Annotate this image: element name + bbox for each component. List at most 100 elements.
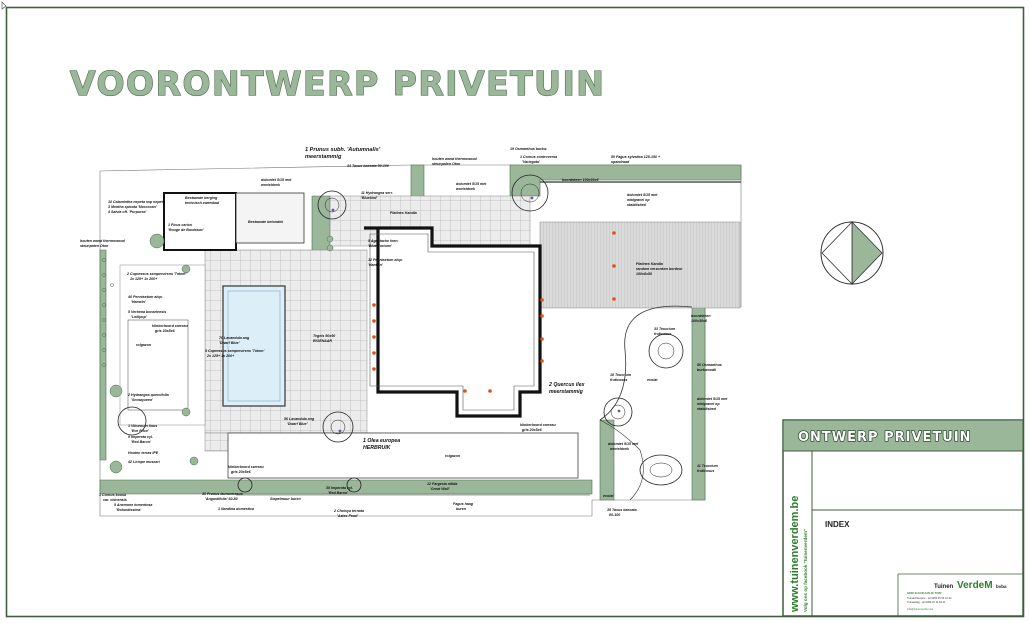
- title-block-heading: ONTWERP PRIVETUIN: [798, 430, 972, 445]
- label-teucrium2: 18 Teucrium: [610, 373, 632, 377]
- title-block: ONTWERP PRIVETUIN INDEX www.tuinenverdem…: [782, 419, 1024, 617]
- lawn-left: [127, 319, 189, 411]
- swimming-pool: [222, 285, 286, 407]
- label-teucrium3: 11 Teucrium: [697, 464, 719, 468]
- label-rolgazon-left: rolgazon: [136, 343, 152, 347]
- label-cupressus-top2: 1x 125+ 1x 200+: [130, 277, 158, 281]
- label-berging: Bestaande berging: [185, 196, 218, 200]
- tree-center-icon: [324, 183, 675, 478]
- label-imperata-b: 35 Imperata cyl.: [326, 486, 353, 490]
- label-pennisetum-l2: 'Hameln': [131, 300, 146, 304]
- curved-bed-right: [599, 305, 693, 421]
- planting-zone-top: [410, 164, 425, 199]
- label-cornus-kousa2: var. chinensis: [103, 498, 127, 502]
- label-cornus-contr2: 'Variegata': [522, 160, 540, 164]
- label-nandina: 1 Nandina domestica: [218, 507, 254, 511]
- label-tegels: Tegels 90x90: [313, 334, 335, 338]
- label-cornus-kousa: 1 Cornus kousa: [99, 493, 126, 497]
- label-teucrium2b: fruticosus: [610, 378, 627, 382]
- label-cupressus-mid: 3 Cupressus sempervirens 'Totem': [205, 349, 264, 353]
- label-ecolat-bot: ecolat: [603, 494, 614, 498]
- label-lavandula-left: 70 Lavandula ang: [219, 336, 250, 340]
- logo-line2: Tuinaanleg - tel 0469 07 11 63 21: [907, 600, 946, 604]
- label-calamintha3: 4 Salvia off. 'Purpurea': [107, 210, 147, 214]
- lawn-bottom: [227, 432, 579, 479]
- label-quercus2: meerstammig: [549, 389, 584, 395]
- label-bestaande-betondek: Bestaande betondek: [248, 220, 284, 224]
- label-houtenwand-left: houten wand thermowood: [80, 239, 126, 243]
- sheet-border: [5, 6, 1025, 618]
- label-prunus2: meerstammig: [305, 154, 342, 160]
- planting-zone-bottom: [99, 479, 593, 495]
- label-osmanthus-right2: burkwoodii: [697, 368, 717, 372]
- label-fagus-top2: spandraad: [611, 160, 630, 164]
- label-dolomiet-mid: dolomiet 5/15 met: [456, 182, 487, 186]
- label-platines-top: Platines Kandla: [390, 211, 417, 215]
- label-osmanthus-top: 19 Osmanthus burkw.: [510, 147, 547, 151]
- label-platines-right3: 100x8x50: [636, 272, 652, 276]
- tree-icon: [117, 174, 684, 493]
- label-lavandula-mid2: 'Dwarf Blue': [287, 422, 308, 426]
- label-imperata-b2: 'Red Baron': [328, 491, 348, 495]
- label-houtenwand-left2: steunpalen Oton: [80, 244, 109, 248]
- label-boordsteen-right2: 100x30x6: [691, 319, 708, 323]
- company-logo: Tuinen VerdeM bvba GEEF KLEUR AAN JE TUI…: [907, 580, 1007, 611]
- vertical-website: www.tuinenverdem.be Volg ons op facebook…: [789, 496, 808, 613]
- label-dolomiet-r2c: stabilisbed: [697, 407, 717, 411]
- label-teucrium1b: fruticosus: [654, 332, 671, 336]
- pennisetum-dots: [102, 258, 114, 367]
- label-boordsteen-right: boordsteen: [691, 314, 711, 318]
- label-agastache: 5 Agastache foen.: [368, 239, 399, 243]
- label-prunus-lauro2: 'Angustifolia' 60-80: [205, 497, 238, 501]
- label-dolomiet-right: dolomiet 5/15 met: [627, 193, 658, 197]
- logo-word3: bvba: [996, 584, 1007, 589]
- label-olea2: HERBRUIK: [363, 445, 392, 451]
- label-dolomiet-top: dolomiet 5/15 met: [261, 178, 292, 182]
- label-cupressus-mid2: 2x 125+ 1x 200+: [206, 354, 235, 358]
- label-boordsteen-top: boordsteen 100x30x6: [562, 178, 600, 182]
- label-berging2: technisch zwembad: [185, 201, 220, 205]
- label-pennisetum-c: 12 Pennisetum alop.: [368, 258, 403, 262]
- label-hydrangea-q: 2 Hydrangea quercifolia: [127, 393, 169, 397]
- label-verbena2: 'Lollipop': [131, 315, 147, 319]
- label-klinker-left: klinkerboord carreau: [152, 324, 189, 328]
- label-houtenwand-top2: steunpalen Oton: [432, 162, 461, 166]
- label-liriope: 42 Liriope muscari: [127, 460, 161, 464]
- label-lavandula-mid: 56 Lavandula ang: [284, 417, 315, 421]
- label-dolomiet-bot2: worteldoek: [610, 447, 630, 451]
- label-imperata-l: 9 Imperata cyl.: [128, 435, 153, 439]
- label-platines-right2: random verzonken bordeur: [636, 267, 683, 271]
- label-ecolat-mid: ecolat: [647, 378, 658, 382]
- label-fargesia: 12 Fargesia nitida: [427, 482, 457, 486]
- label-klinker-mid: klinkerboord carreau: [520, 423, 557, 427]
- label-hydrangea-q2: 'Snowqueen': [131, 398, 153, 402]
- label-taxus-top: 34 Taxus baccata 80-100: [347, 164, 389, 168]
- label-hydrangea: 11 Hydrangea serr.: [361, 191, 393, 195]
- label-imperata-l2: 'Red Baron': [131, 440, 151, 444]
- logo-tagline: GEEF KLEUR AAN JE TUIN!: [907, 591, 942, 595]
- label-verbena: 5 Verbena bonariensis: [128, 310, 166, 314]
- label-quercus: 2 Quercus ilex: [548, 382, 586, 388]
- label-tegels2: EIGENAAR: [313, 339, 332, 343]
- label-houtenwand-top: houten wand thermowood: [432, 157, 478, 161]
- site-plan: 1 Prunus subh. 'Autumnalis' meerstammig …: [80, 147, 742, 518]
- label-dolomiet-r2b: nitdgravel op: [697, 402, 720, 406]
- label-cornus-contr: 1 Cornus controversa: [520, 155, 557, 159]
- label-dolomiet-bot: dolomiet 5/15 met: [608, 442, 639, 446]
- small-plant-icon: [331, 196, 621, 433]
- label-prunus: 1 Prunus subh. 'Autumnalis': [305, 147, 381, 153]
- label-calamintha1: 10 Calamintha nepeta ssp nepeta: [108, 200, 165, 204]
- label-anemone2: 'Robustissima': [116, 508, 141, 512]
- label-cupressus-top: 2 Cupressus sempervirens 'Totem': [126, 272, 186, 276]
- existing-deck-top: [235, 192, 305, 244]
- planting-zone-lowerright: [599, 419, 615, 501]
- label-pennisetum-c2: 'Hameln': [368, 263, 383, 267]
- label-taxus-bot2: 80-100: [609, 513, 620, 517]
- label-dolomiet-r2: dolomiet 5/15 met: [697, 397, 728, 401]
- label-prunus-lauro: 36 Prunus laurocerasus: [202, 492, 243, 496]
- label-teucrium1: 33 Teucrium: [654, 327, 676, 331]
- paving-right-deck: [539, 221, 741, 309]
- label-olea: 1 Olea europea: [363, 438, 400, 444]
- label-dolomiet-right2: nitdgravel op: [627, 198, 650, 202]
- label-taxus-bot: 35 Taxus baccata: [607, 508, 637, 512]
